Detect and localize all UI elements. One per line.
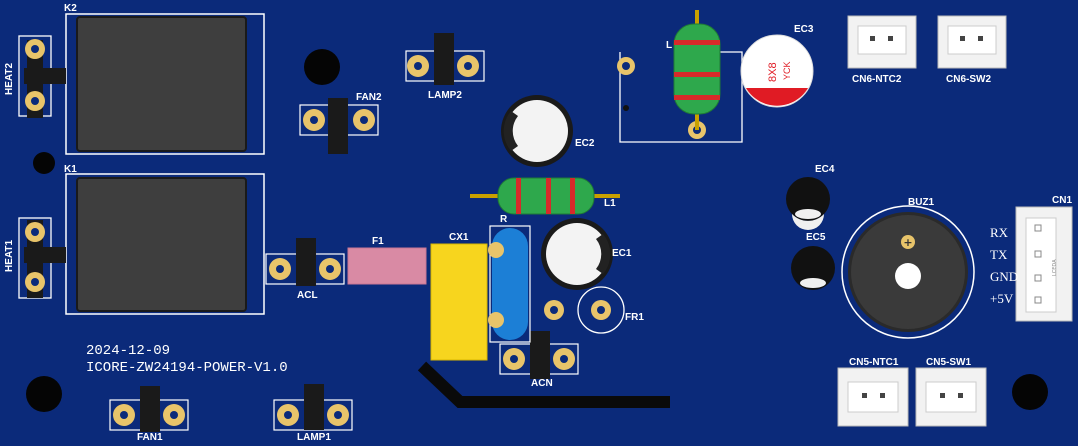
label-ec5: EC5: [806, 232, 826, 243]
common-mode-choke: R: [488, 214, 531, 343]
inductor-l1: L1: [470, 177, 620, 215]
mounting-hole: [304, 49, 340, 85]
label-l1: L1: [604, 198, 616, 209]
board-date: 2024-12-09: [86, 343, 170, 359]
mounting-hole: [33, 152, 55, 174]
cn1-pin-tx: TX: [990, 247, 1008, 262]
label-fan1: FAN1: [137, 432, 163, 443]
label-lamp1: LAMP1: [297, 432, 331, 443]
cn1-pin-gnd: GND: [990, 269, 1018, 284]
ec3-cap-text2: YCK: [782, 61, 792, 80]
label-l: L: [666, 40, 672, 51]
ec3-cap-text1: 8X8: [767, 62, 779, 82]
label-lamp2: LAMP2: [428, 90, 462, 101]
label-r: R: [500, 214, 508, 225]
label-ec1: EC1: [612, 248, 632, 259]
label-k1: K1: [64, 164, 77, 175]
label-buz1: BUZ1: [908, 197, 935, 208]
connector-fan1: FAN1: [109, 386, 189, 443]
cn1-pin-rx: RX: [990, 225, 1009, 240]
label-k2: K2: [64, 3, 77, 14]
connector-acl: ACL: [265, 238, 345, 301]
connector-lamp2: LAMP2: [405, 33, 485, 101]
capacitor-ec1: EC1: [541, 218, 632, 290]
connector-heat1: HEAT1: [4, 217, 66, 299]
label-cn6-sw2: CN6-SW2: [946, 74, 991, 85]
relay-k1: K1: [64, 164, 265, 315]
connector-acn: ACN: [499, 331, 579, 389]
capacitor-cx1: CX1: [430, 232, 488, 361]
capacitor-ec2: EC2: [501, 95, 595, 167]
label-ec4: EC4: [815, 164, 835, 175]
label-ec2: EC2: [575, 138, 595, 149]
capacitor-ec5: EC5: [791, 232, 835, 290]
fuse-f1: F1: [347, 236, 427, 285]
relay-k2: K2: [64, 3, 265, 155]
label-fr1: FR1: [625, 312, 644, 323]
capacitor-ec4: EC4: [786, 164, 835, 230]
connector-cn6-ntc2: CN6-NTC2: [847, 15, 917, 85]
label-cn5-sw1: CN5-SW1: [926, 357, 971, 368]
buzzer-buz1: + BUZ1: [841, 197, 975, 339]
label-cn1: CN1: [1052, 195, 1072, 206]
cn1-pin-5v: +5V: [990, 291, 1014, 306]
inductor-l: L: [617, 10, 743, 143]
label-ec3: EC3: [794, 24, 814, 35]
capacitor-ec3: 8X8 YCK EC3: [740, 24, 814, 108]
mounting-hole: [26, 376, 62, 412]
label-fan2: FAN2: [356, 92, 382, 103]
label-heat2: HEAT2: [4, 63, 15, 95]
label-cx1: CX1: [449, 232, 469, 243]
connector-heat2: HEAT2: [4, 35, 66, 118]
connector-cn1: LCEDA CN1 RX TX GND +5V: [990, 195, 1073, 322]
cn1-small-text: LCEDA: [1052, 259, 1058, 276]
connector-cn5-ntc1: CN5-NTC1: [837, 357, 909, 427]
connector-cn5-sw1: CN5-SW1: [915, 357, 987, 427]
label-acl: ACL: [297, 290, 318, 301]
connector-cn6-sw2: CN6-SW2: [937, 15, 1007, 85]
label-acn: ACN: [531, 378, 553, 389]
svg-text:+: +: [903, 236, 912, 249]
connector-fan2: FAN2: [299, 92, 382, 154]
label-f1: F1: [372, 236, 384, 247]
board-name: ICORE-ZW24194-POWER-V1.0: [86, 360, 288, 376]
label-heat1: HEAT1: [4, 240, 15, 272]
connector-lamp1: LAMP1: [273, 384, 353, 443]
thick-trace: [417, 361, 670, 408]
label-cn5-ntc1: CN5-NTC1: [849, 357, 899, 368]
label-cn6-ntc2: CN6-NTC2: [852, 74, 902, 85]
mounting-hole: [1012, 374, 1048, 410]
fuse-resistor-fr1: FR1: [544, 286, 644, 334]
